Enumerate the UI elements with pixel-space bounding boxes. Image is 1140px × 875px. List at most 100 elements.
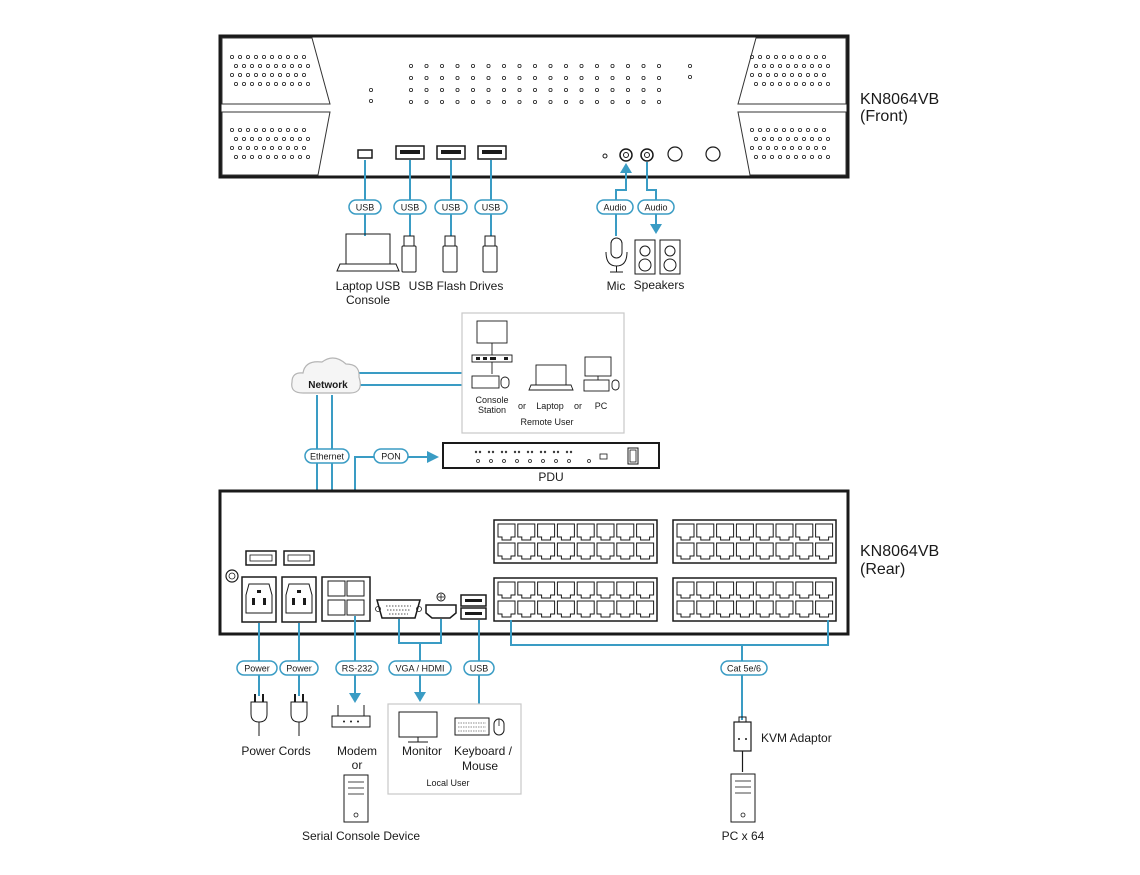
vent-dot bbox=[790, 127, 795, 132]
speaker-jack-inner bbox=[644, 152, 650, 158]
rj45-port bbox=[596, 600, 615, 618]
rj45-port bbox=[537, 523, 556, 541]
vent-dot bbox=[229, 55, 234, 60]
vent-dot bbox=[794, 64, 799, 69]
vent-dot bbox=[595, 64, 600, 69]
vent-dot bbox=[814, 73, 819, 78]
speakers-label: Speakers bbox=[634, 278, 685, 292]
vent-dot bbox=[548, 100, 553, 105]
vent-dot bbox=[408, 64, 413, 69]
vent-dot bbox=[293, 145, 298, 150]
rj45-port bbox=[775, 600, 794, 618]
vent-dot bbox=[501, 88, 506, 93]
pdu-outlet bbox=[554, 459, 558, 463]
vent-dot bbox=[782, 145, 787, 150]
vent-dot bbox=[810, 64, 815, 69]
vent-dot bbox=[368, 99, 373, 104]
rear-title-line2: (Rear) bbox=[860, 561, 905, 578]
svg-text:RS-232: RS-232 bbox=[342, 664, 373, 674]
power-switch-2 bbox=[283, 550, 315, 566]
vent-dot bbox=[293, 73, 298, 78]
vent-dot bbox=[826, 82, 831, 87]
vent-dot bbox=[794, 136, 799, 141]
pdu-pin bbox=[504, 450, 508, 454]
vent-dot bbox=[564, 88, 569, 93]
svg-text:Ethernet: Ethernet bbox=[310, 452, 345, 462]
vent-dot bbox=[269, 73, 274, 78]
mic-label: Mic bbox=[607, 279, 626, 293]
vent-dot bbox=[750, 73, 755, 78]
vent-dot bbox=[301, 127, 306, 132]
vent-dot bbox=[301, 73, 306, 78]
pill-power-1: Power bbox=[236, 660, 278, 676]
vent-dot bbox=[802, 82, 807, 87]
remote-pc-label: PC bbox=[595, 401, 608, 411]
vent-dot bbox=[229, 73, 234, 78]
pdu-outlet bbox=[476, 459, 480, 463]
laptop-console-label-2: Console bbox=[346, 293, 390, 307]
vent-dot bbox=[754, 64, 759, 69]
rj45-port bbox=[755, 523, 774, 541]
vent-dot bbox=[269, 145, 274, 150]
rj45-port bbox=[537, 600, 556, 618]
vent-dot bbox=[818, 82, 823, 87]
rj45-port bbox=[775, 581, 794, 599]
rj45-port bbox=[815, 542, 834, 560]
usb-port-3 bbox=[477, 145, 507, 160]
vent-dot bbox=[782, 73, 787, 78]
vent-dot bbox=[774, 55, 779, 60]
pdu-outlet bbox=[587, 459, 591, 463]
vent-dot bbox=[305, 64, 310, 69]
vent-dot bbox=[249, 82, 254, 87]
flash-drive-icon-3 bbox=[482, 235, 498, 273]
speaker-jack bbox=[640, 148, 654, 162]
vent-dot bbox=[810, 136, 815, 141]
vent-dot bbox=[470, 88, 475, 93]
pdu-outlet bbox=[515, 459, 519, 463]
svg-text:USB: USB bbox=[470, 664, 489, 674]
pill-audio-speakers: Audio bbox=[637, 199, 675, 215]
pdu-pin bbox=[530, 450, 534, 454]
vent-dot bbox=[750, 145, 755, 150]
vent-dot bbox=[470, 76, 475, 81]
pdu-outlet bbox=[567, 459, 571, 463]
speakers-icon bbox=[634, 239, 681, 275]
vent-dot bbox=[455, 76, 460, 81]
kvm-ports-block-2 bbox=[672, 519, 837, 564]
vent-dot bbox=[517, 76, 522, 81]
svg-text:USB: USB bbox=[442, 203, 461, 213]
rear-cables bbox=[258, 616, 829, 720]
vent-dot bbox=[455, 64, 460, 69]
vent-dot bbox=[439, 64, 444, 69]
rj45-port bbox=[716, 542, 735, 560]
hdmi-indicator bbox=[436, 592, 446, 602]
pdu-label: PDU bbox=[538, 470, 563, 484]
vent-dot bbox=[762, 154, 767, 159]
vent-dot bbox=[758, 55, 763, 60]
rj45-port bbox=[576, 523, 595, 541]
vent-dot bbox=[261, 127, 266, 132]
vent-dot bbox=[289, 154, 294, 159]
pill-usb-flash-3: USB bbox=[474, 199, 508, 215]
vent-dot bbox=[517, 100, 522, 105]
rj45-port bbox=[676, 542, 695, 560]
console-station-label-2: Station bbox=[478, 405, 506, 415]
rj45-port bbox=[497, 581, 516, 599]
local-user-box: Monitor Keyboard / Mouse Local User bbox=[387, 703, 522, 795]
rj45-port bbox=[517, 523, 536, 541]
vent-dot bbox=[424, 64, 429, 69]
pdu-pin bbox=[487, 450, 491, 454]
vent-dot bbox=[277, 127, 282, 132]
rj45-port bbox=[596, 542, 615, 560]
pill-ethernet: Ethernet bbox=[304, 448, 350, 464]
local-user-caption: Local User bbox=[426, 778, 469, 788]
vent-dot bbox=[277, 55, 282, 60]
vent-dot bbox=[579, 100, 584, 105]
network-label: Network bbox=[308, 380, 348, 391]
vent-dot bbox=[269, 55, 274, 60]
modem-icon bbox=[331, 705, 371, 728]
vent-dot bbox=[750, 55, 755, 60]
vent-dot bbox=[548, 76, 553, 81]
vent-dot bbox=[790, 55, 795, 60]
vent-dot bbox=[455, 100, 460, 105]
